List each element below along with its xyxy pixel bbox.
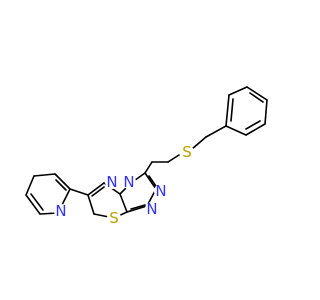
thioether-linker <box>144 154 180 174</box>
benzyl-linker <box>191 125 227 150</box>
benzene-ring <box>225 86 268 136</box>
atom-ring-s: S <box>109 209 119 227</box>
atom-triazole-n-b: N <box>146 200 157 218</box>
atom-thioether-s: S <box>182 143 192 161</box>
atom-thiadiazole-n: N <box>106 173 117 191</box>
atom-pyridine-n: N <box>55 202 66 220</box>
atom-triazole-n-a: N <box>155 182 166 200</box>
atom-labels: S N N N N S N <box>54 143 194 227</box>
pyridine-link <box>69 188 89 196</box>
structure-canvas: S N N N N S N <box>25 86 268 227</box>
molecule-diagram: S N N N N S N <box>25 86 268 227</box>
atom-bridge-n: N <box>123 173 134 191</box>
